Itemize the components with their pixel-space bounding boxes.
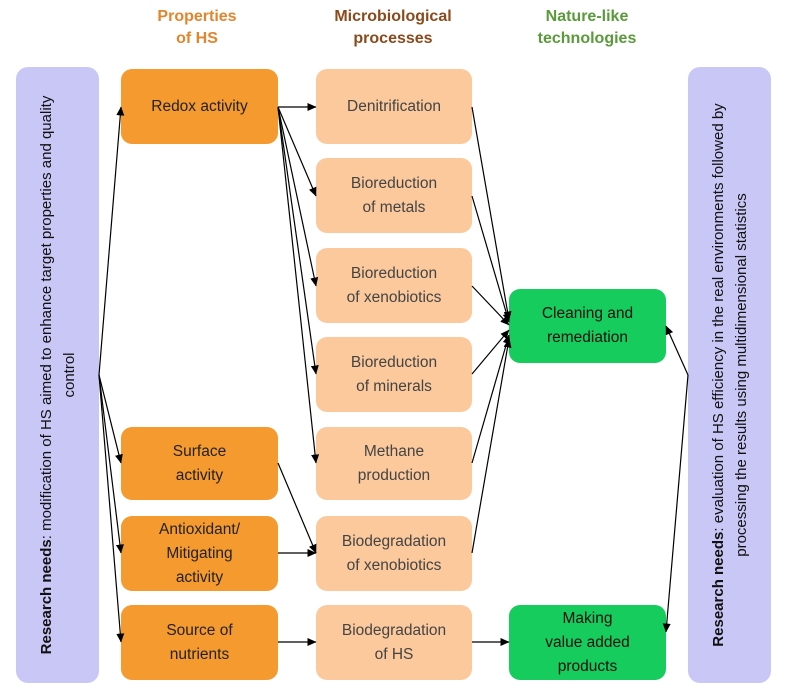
left-research-panel: Research needs: modification of HS aimed…	[16, 67, 99, 683]
arrow-minerals-to-cleaning	[471, 329, 510, 375]
arrow-redox-to-methane	[277, 106, 320, 464]
property-antioxidant-activity: Antioxidant/ Mitigating activity	[121, 516, 278, 591]
arrow-xenobiotics-to-cleaning	[471, 285, 510, 326]
arrow-left-to-redox	[98, 106, 125, 376]
process-denitrification: Denitrification	[316, 69, 472, 144]
process-bioreduction-metals: Bioreduction of metals	[316, 158, 472, 233]
arrow-metals-to-cleaning	[471, 195, 511, 323]
process-methane-production: Methane production	[316, 427, 472, 500]
technology-value-added-products: Making value added products	[509, 605, 666, 680]
arrow-redox-to-minerals	[277, 106, 319, 375]
arrow-left-to-antioxidant	[98, 374, 124, 554]
arrow-surface-to-biodegradation	[277, 462, 317, 554]
arrow-methane-to-cleaning	[471, 334, 511, 464]
technology-cleaning-remediation: Cleaning and remediation	[509, 289, 666, 363]
arrow-right-to-cleaning	[665, 325, 689, 376]
arrow-denitrification-to-cleaning	[471, 106, 512, 321]
process-bioreduction-minerals: Bioreduction of minerals	[316, 337, 472, 412]
arrow-redox-to-metals	[277, 106, 317, 197]
arrow-left-to-surface	[98, 374, 123, 464]
property-surface-activity: Surface activity	[121, 427, 278, 500]
header-properties: Properties of HS	[157, 8, 237, 47]
right-research-panel: Research needs: evaluation of HS efficie…	[688, 67, 771, 683]
process-bioreduction-xenobiotics: Bioreduction of xenobiotics	[316, 248, 472, 323]
arrow-right-to-products	[662, 374, 689, 633]
property-redox-activity: Redox activity	[121, 69, 278, 144]
process-biodegradation-xenobiotics: Biodegradation of xenobiotics	[316, 516, 472, 591]
arrow-left-to-nutrients	[98, 374, 125, 643]
arrow-redox-to-xenobiotics	[277, 106, 319, 287]
arrow-biodegradation-to-cleaning	[471, 338, 512, 554]
process-biodegradation-hs: Biodegradation of HS	[316, 605, 472, 680]
header-nature-like: Nature-like technologies	[537, 8, 637, 47]
header-microbiological: Microbiological processes	[334, 8, 452, 47]
property-source-of-nutrients: Source of nutrients	[121, 605, 278, 680]
